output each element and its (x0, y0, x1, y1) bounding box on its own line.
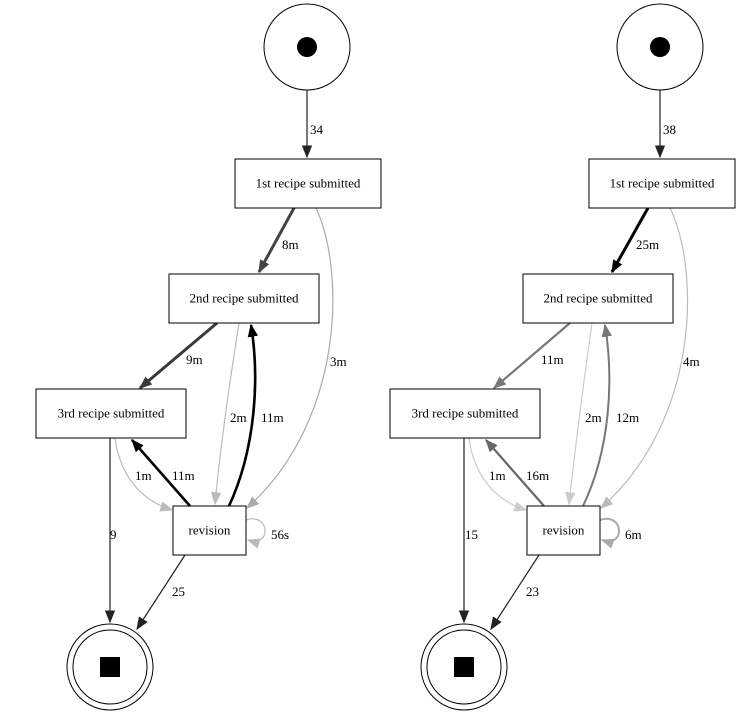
activity-label: 1st recipe submitted (256, 175, 361, 190)
activity-label: revision (543, 522, 585, 537)
edge-line (468, 437, 528, 512)
process-diagram-2: 38 25m 4m 11m 2m 12m 1m 16m 15 23 6m 1st recipe sub… (389, 3, 736, 711)
end-node (66, 623, 154, 711)
edge-r2-rev: 2m (210, 322, 247, 506)
activity-node-r3[interactable]: 3rd recipe submitted (35, 388, 187, 439)
edge-line (600, 207, 689, 509)
activity-node-r1[interactable]: 1st recipe submitted (234, 158, 382, 209)
edge-line (599, 517, 620, 549)
activity-label: 2nd recipe submitted (189, 290, 299, 305)
edge-line (610, 207, 650, 274)
activity-label: 2nd recipe submitted (543, 290, 653, 305)
edge-label: 1m (489, 468, 506, 483)
edge-r3-rev: 1m (468, 437, 528, 512)
activity-node-r3[interactable]: 3rd recipe submitted (389, 388, 541, 439)
edge-label: 11m (172, 468, 195, 483)
edge-line (131, 439, 191, 507)
activity-node-rev[interactable]: revision (526, 505, 601, 556)
edge-r2-rev: 2m (565, 322, 602, 506)
edge-label: 2m (585, 410, 602, 425)
activity-label: revision (189, 522, 231, 537)
edge-rev-r3: 16m (485, 439, 549, 507)
edge-label: 8m (282, 237, 299, 252)
edge-r3-rev: 1m (114, 437, 174, 512)
edge-r1-r2: 8m (257, 207, 299, 274)
edge-line (246, 207, 334, 509)
edge-label: 11m (541, 352, 564, 367)
edge-rev-r3: 11m (131, 439, 195, 507)
edge-line (582, 323, 613, 507)
edge-r3-end: 15 (458, 438, 478, 624)
edge-r3-end: 9 (104, 438, 117, 624)
edge-rev-loop: 6m (599, 517, 642, 549)
edge-rev-r2: 11m (227, 323, 284, 507)
edge-label: 9m (186, 352, 203, 367)
activity-label: 1st recipe submitted (610, 175, 715, 190)
edge-line (227, 323, 259, 507)
start-dot-icon (297, 37, 317, 57)
edge-label: 9 (110, 527, 117, 542)
edge-rev-end: 25 (136, 554, 186, 631)
edge-label: 11m (261, 410, 284, 425)
start-node (616, 3, 704, 91)
activity-label: 3rd recipe submitted (58, 405, 165, 420)
edge-line (257, 207, 296, 274)
edge-rev-end: 23 (490, 554, 540, 631)
edge-line (139, 321, 218, 390)
process-diagram-1: 34 8m 3m 9m 2m 11m 1m 11m 9 25 56s 1st recipe submi… (35, 3, 382, 711)
edge-start-r1: 38 (654, 90, 676, 159)
edge-label: 4m (683, 354, 700, 369)
edge-r2-r3: 11m (493, 322, 571, 389)
activity-node-rev[interactable]: revision (172, 505, 247, 556)
activity-node-r1[interactable]: 1st recipe submitted (588, 158, 736, 209)
edge-r2-r3: 9m (139, 321, 218, 390)
edge-label: 12m (616, 410, 639, 425)
activity-node-r2[interactable]: 2nd recipe submitted (522, 273, 674, 324)
edge-line (565, 322, 593, 506)
end-square-icon (454, 657, 474, 677)
start-node (263, 3, 351, 91)
edge-line (485, 439, 545, 507)
start-dot-icon (650, 37, 670, 57)
edge-label: 38 (663, 122, 676, 137)
edge-r1-rev: 4m (600, 207, 700, 509)
edge-rev-r2: 12m (582, 323, 639, 507)
edge-line (210, 322, 240, 506)
end-node (420, 623, 508, 711)
edge-label: 15 (465, 527, 478, 542)
edge-label: 16m (526, 468, 549, 483)
edge-label: 6m (625, 527, 642, 542)
edge-line (493, 322, 571, 389)
edge-label: 2m (230, 410, 247, 425)
edge-label: 1m (135, 468, 152, 483)
edge-label: 34 (310, 122, 324, 137)
edge-line (136, 554, 186, 631)
edge-line (114, 437, 174, 512)
edge-line (245, 518, 266, 549)
activity-node-r2[interactable]: 2nd recipe submitted (168, 273, 320, 324)
edge-label: 56s (271, 527, 289, 542)
activity-label: 3rd recipe submitted (412, 405, 519, 420)
edge-label: 25m (636, 237, 659, 252)
edge-label: 23 (526, 584, 539, 599)
edge-r1-rev: 3m (246, 207, 347, 509)
end-square-icon (100, 657, 120, 677)
edge-label: 25 (172, 584, 185, 599)
edge-label: 3m (330, 354, 347, 369)
edge-rev-loop: 56s (245, 518, 289, 549)
edge-r1-r2: 25m (610, 207, 659, 274)
edge-line (490, 554, 540, 631)
edge-start-r1: 34 (301, 90, 324, 159)
